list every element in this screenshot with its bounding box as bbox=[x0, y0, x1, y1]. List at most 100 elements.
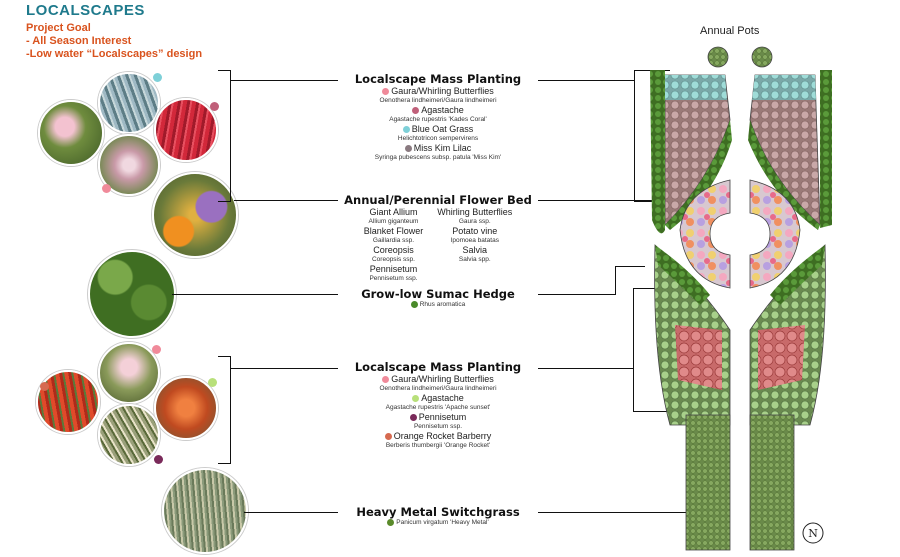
plant-sci: Oenothera lindheimeri/Gaura lindheimeri bbox=[379, 385, 497, 392]
flower-bed-column-left: Giant Allium Allium giganteum Blanket Fl… bbox=[364, 207, 424, 283]
section-title: Heavy Metal Switchgrass bbox=[338, 505, 538, 519]
hedge-left-edge bbox=[650, 70, 665, 234]
photo-pennisetum bbox=[98, 404, 160, 466]
plant-sci: Pennisetum ssp. bbox=[369, 275, 418, 282]
bracket-left-2 bbox=[230, 356, 231, 464]
north-arrow-icon: N bbox=[802, 522, 824, 544]
plant-sci: Panicum virgatum 'Heavy Metal' bbox=[396, 519, 489, 527]
plant-label: Gaura/Whirling Butterflies bbox=[391, 86, 494, 96]
site-plan: N bbox=[650, 46, 832, 551]
legend-dot-gaura-2 bbox=[152, 345, 161, 354]
annual-pot-left bbox=[707, 46, 729, 68]
legend-dot-gaura bbox=[102, 184, 111, 193]
section-title: Grow-low Sumac Hedge bbox=[338, 287, 538, 301]
hedge-top-left bbox=[665, 120, 732, 230]
flower-bed-column-right: Whirling Butterflies Gaura ssp. Potato v… bbox=[437, 207, 512, 283]
bracket-left-2-bot bbox=[218, 463, 231, 464]
plant-label: Pennisetum bbox=[418, 412, 467, 422]
legend-dot-agastache bbox=[210, 102, 219, 111]
plant-label: Agastache bbox=[421, 105, 464, 115]
plant-sci: Berberis thumbergii 'Orange Rocket' bbox=[385, 442, 491, 449]
section-mass-planting-1: Localscape Mass Planting Gaura/Whirling … bbox=[338, 72, 538, 162]
barberry-left bbox=[675, 325, 722, 390]
photo-gaura-2 bbox=[98, 342, 160, 404]
plant-label: Blue Oat Grass bbox=[411, 124, 474, 134]
plant-sci: Coreopsis ssp. bbox=[371, 256, 415, 263]
plant-sci: Allium giganteum bbox=[368, 218, 419, 225]
photo-agastache-apache bbox=[36, 370, 100, 434]
section-mass-planting-2: Localscape Mass Planting Gaura/Whirling … bbox=[338, 360, 538, 450]
hedge-right-edge bbox=[820, 70, 832, 228]
plant-name: Pennisetum bbox=[338, 412, 538, 423]
switchgrass-left bbox=[685, 414, 731, 551]
plant-name: Blue Oat Grass bbox=[338, 124, 538, 135]
switchgrass-right bbox=[749, 414, 795, 551]
goal-item-1: - All Season Interest bbox=[26, 35, 132, 47]
plant-name: Gaura/Whirling Butterflies bbox=[338, 374, 538, 385]
plant-label: Agastache bbox=[421, 393, 464, 403]
photo-switchgrass bbox=[162, 468, 248, 554]
section-title: Annual/Perennial Flower Bed bbox=[338, 193, 538, 207]
plant-sci: Gaura ssp. bbox=[458, 218, 491, 225]
legend-dot-orange-rocket bbox=[40, 382, 49, 391]
plant-sci-row: Panicum virgatum 'Heavy Metal' bbox=[338, 519, 538, 527]
bracket-left-1-bot bbox=[218, 201, 231, 202]
plant-label: Miss Kim Lilac bbox=[413, 143, 472, 153]
bracket-right-2 bbox=[633, 288, 634, 412]
bracket-right-1 bbox=[634, 70, 635, 202]
section-title: Localscape Mass Planting bbox=[338, 360, 538, 374]
page-title: LOCALSCAPES bbox=[26, 2, 145, 19]
plant-name: Agastache bbox=[338, 393, 538, 404]
bracket-left-1 bbox=[230, 70, 231, 202]
plant-label: Orange Rocket Barberry bbox=[393, 431, 492, 441]
plant-dot bbox=[402, 126, 410, 134]
plant-dot bbox=[382, 376, 390, 384]
plant-dot bbox=[387, 519, 395, 526]
plant-name: Agastache bbox=[338, 105, 538, 116]
plant-dot bbox=[412, 395, 420, 403]
barberry-right bbox=[758, 325, 805, 390]
photo-blue-oat-grass bbox=[98, 72, 160, 134]
photo-orange-rocket bbox=[154, 376, 218, 440]
photo-gaura bbox=[38, 100, 104, 166]
photo-sumac-hedge bbox=[88, 250, 176, 338]
plant-sci: Oenothera lindheimeri/Gaura lindheimeri bbox=[379, 97, 497, 104]
plant-name: Miss Kim Lilac bbox=[338, 143, 538, 154]
leader-hedge-top bbox=[615, 266, 645, 267]
annual-pots-label: Annual Pots bbox=[700, 25, 760, 37]
legend-dot-pennisetum bbox=[154, 455, 163, 464]
hedge-lower-left bbox=[655, 245, 710, 305]
plant-sci: Helichtotricon sempervirens bbox=[397, 135, 479, 142]
section-switchgrass: Heavy Metal Switchgrass Panicum virgatum… bbox=[338, 505, 538, 527]
section-title: Localscape Mass Planting bbox=[338, 72, 538, 86]
plant-sci: Agastache rupestris 'Kades Coral' bbox=[389, 116, 487, 123]
bracket-right-2-top bbox=[633, 288, 669, 289]
plant-sci: Agastache rupestris 'Apache sunset' bbox=[385, 404, 491, 411]
bracket-left-1-top bbox=[218, 70, 231, 71]
plant-sci: Gaillardia ssp. bbox=[372, 237, 415, 244]
plant-name: Orange Rocket Barberry bbox=[338, 431, 538, 442]
plant-sci: Ipomoea batatas bbox=[450, 237, 499, 244]
plant-dot bbox=[410, 301, 418, 308]
plant-sci: Rhus aromatica bbox=[419, 301, 466, 309]
plant-label: Gaura/Whirling Butterflies bbox=[391, 374, 494, 384]
plant-sci: Syringa pubescens subsp. patula 'Miss Ki… bbox=[374, 154, 502, 161]
plant-name: Whirling Butterflies bbox=[437, 207, 513, 217]
plant-name: Potato vine bbox=[452, 226, 498, 236]
photo-agastache bbox=[154, 98, 218, 162]
hedge-top-right bbox=[748, 120, 820, 230]
legend-dot-blue-oat-grass bbox=[153, 73, 162, 82]
plant-name: Blanket Flower bbox=[363, 226, 424, 236]
goal-heading: Project Goal bbox=[26, 22, 91, 34]
annual-pot-right bbox=[751, 46, 773, 68]
section-flower-bed: Annual/Perennial Flower Bed Giant Allium… bbox=[338, 193, 538, 283]
plant-sci: Pennisetum ssp. bbox=[413, 423, 463, 430]
section-sumac-hedge: Grow-low Sumac Hedge Rhus aromatica bbox=[338, 287, 538, 309]
plant-dot bbox=[384, 433, 392, 441]
plant-name: Salvia bbox=[462, 245, 488, 255]
leader-hedge-up bbox=[615, 266, 616, 295]
bracket-right-2-bot bbox=[633, 411, 679, 412]
plant-name: Giant Allium bbox=[369, 207, 418, 217]
photo-flower-bed bbox=[152, 172, 238, 258]
plant-name: Gaura/Whirling Butterflies bbox=[338, 86, 538, 97]
